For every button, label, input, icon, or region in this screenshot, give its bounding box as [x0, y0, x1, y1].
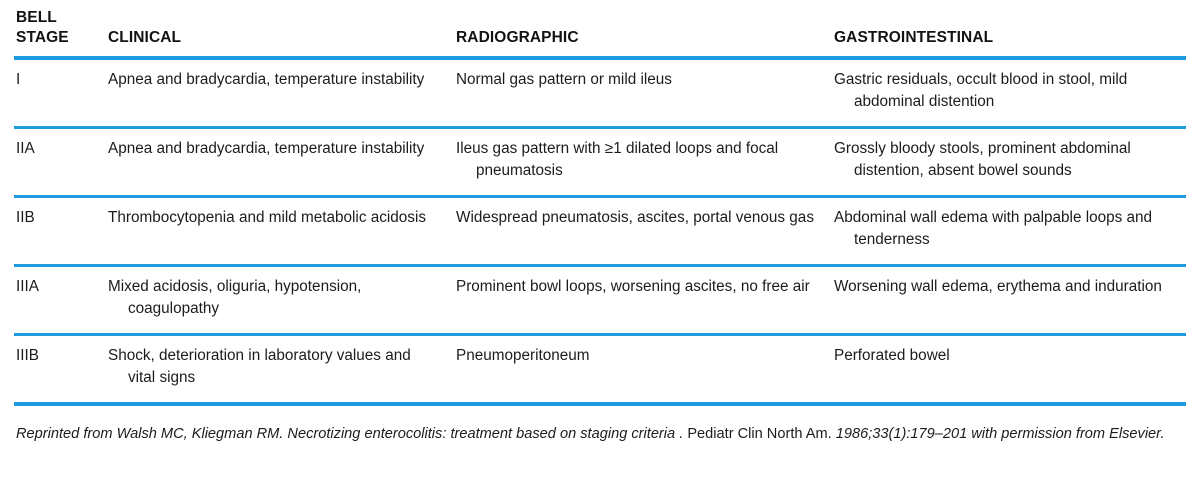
- cell-radiographic: Pneumoperitoneum: [454, 334, 832, 406]
- cell-radiographic: Normal gas pattern or mild ileus: [454, 57, 832, 129]
- table-body: I Apnea and bradycardia, temperature ins…: [14, 57, 1186, 406]
- source-citation: Reprinted from Walsh MC, Kliegman RM. Ne…: [14, 423, 1186, 447]
- column-header-radiographic: RADIOGRAPHIC: [454, 0, 832, 60]
- cell-bell-stage: IIIB: [14, 334, 106, 406]
- clinical-value: Mixed acidosis, oliguria, hypotension, c…: [108, 277, 362, 318]
- column-header-gastrointestinal-label: GASTROINTESTINAL: [834, 29, 994, 47]
- cell-gastrointestinal: Perforated bowel: [832, 334, 1186, 406]
- bell-stage-value: IIIB: [16, 346, 39, 364]
- cell-clinical: Apnea and bradycardia, temperature insta…: [106, 127, 454, 198]
- column-header-clinical-label: CLINICAL: [108, 29, 182, 47]
- table-row: IIIA Mixed acidosis, oliguria, hypotensi…: [14, 265, 1186, 336]
- radiographic-value: Widespread pneumatosis, ascites, portal …: [456, 208, 814, 226]
- radiographic-value: Prominent bowl loops, worsening ascites,…: [456, 277, 810, 295]
- column-header-clinical: CLINICAL: [106, 0, 454, 60]
- radiographic-value: Pneumoperitoneum: [456, 346, 590, 364]
- gastrointestinal-value: Gastric residuals, occult blood in stool…: [834, 70, 1128, 111]
- cell-bell-stage: IIIA: [14, 265, 106, 336]
- cell-clinical: Apnea and bradycardia, temperature insta…: [106, 57, 454, 129]
- clinical-value: Apnea and bradycardia, temperature insta…: [108, 139, 425, 157]
- bell-staging-table: BELL STAGE CLINICAL RADIOGRAPHIC GASTROI…: [14, 0, 1186, 406]
- table-row: IIA Apnea and bradycardia, temperature i…: [14, 127, 1186, 198]
- gastrointestinal-value: Perforated bowel: [834, 346, 950, 364]
- cell-radiographic: Prominent bowl loops, worsening ascites,…: [454, 265, 832, 336]
- radiographic-value: Normal gas pattern or mild ileus: [456, 70, 672, 88]
- table-header: BELL STAGE CLINICAL RADIOGRAPHIC GASTROI…: [14, 0, 1186, 60]
- cell-radiographic: Ileus gas pattern with ≥1 dilated loops …: [454, 127, 832, 198]
- cell-bell-stage: IIB: [14, 196, 106, 267]
- clinical-value: Shock, deterioration in laboratory value…: [108, 346, 411, 387]
- table-row: IIIB Shock, deterioration in laboratory …: [14, 334, 1186, 406]
- header-row: BELL STAGE CLINICAL RADIOGRAPHIC GASTROI…: [14, 0, 1186, 60]
- column-header-gastrointestinal: GASTROINTESTINAL: [832, 0, 1186, 60]
- gastrointestinal-value: Abdominal wall edema with palpable loops…: [834, 208, 1153, 249]
- bell-stage-value: I: [16, 70, 21, 88]
- clinical-value: Apnea and bradycardia, temperature insta…: [108, 70, 425, 88]
- radiographic-value: Ileus gas pattern with ≥1 dilated loops …: [456, 139, 779, 180]
- cell-bell-stage: I: [14, 57, 106, 129]
- column-header-radiographic-label: RADIOGRAPHIC: [456, 29, 579, 47]
- clinical-value: Thrombocytopenia and mild metabolic acid…: [108, 208, 426, 226]
- cell-gastrointestinal: Grossly bloody stools, prominent abdomin…: [832, 127, 1186, 198]
- column-header-bell-stage-line1: BELL: [16, 9, 57, 26]
- table-row: I Apnea and bradycardia, temperature ins…: [14, 57, 1186, 129]
- cell-clinical: Shock, deterioration in laboratory value…: [106, 334, 454, 406]
- column-header-bell-stage: BELL STAGE: [14, 0, 106, 60]
- cell-bell-stage: IIA: [14, 127, 106, 198]
- gastrointestinal-value: Grossly bloody stools, prominent abdomin…: [834, 139, 1131, 180]
- citation-italic-lead: Reprinted from Walsh MC, Kliegman RM. Ne…: [16, 425, 684, 442]
- cell-clinical: Thrombocytopenia and mild metabolic acid…: [106, 196, 454, 267]
- column-header-bell-stage-line2: STAGE: [16, 29, 69, 47]
- bell-stage-value: IIA: [16, 139, 35, 157]
- cell-gastrointestinal: Abdominal wall edema with palpable loops…: [832, 196, 1186, 267]
- gastrointestinal-value: Worsening wall edema, erythema and indur…: [834, 277, 1162, 295]
- cell-radiographic: Widespread pneumatosis, ascites, portal …: [454, 196, 832, 267]
- citation-journal-name: Pediatr Clin North Am.: [683, 425, 836, 442]
- cell-clinical: Mixed acidosis, oliguria, hypotension, c…: [106, 265, 454, 336]
- cell-gastrointestinal: Gastric residuals, occult blood in stool…: [832, 57, 1186, 129]
- bell-stage-value: IIB: [16, 208, 35, 226]
- table-row: IIB Thrombocytopenia and mild metabolic …: [14, 196, 1186, 267]
- bell-stage-value: IIIA: [16, 277, 39, 295]
- citation-italic-tail: 1986;33(1):179–201 with permission from …: [835, 425, 1165, 442]
- cell-gastrointestinal: Worsening wall edema, erythema and indur…: [832, 265, 1186, 336]
